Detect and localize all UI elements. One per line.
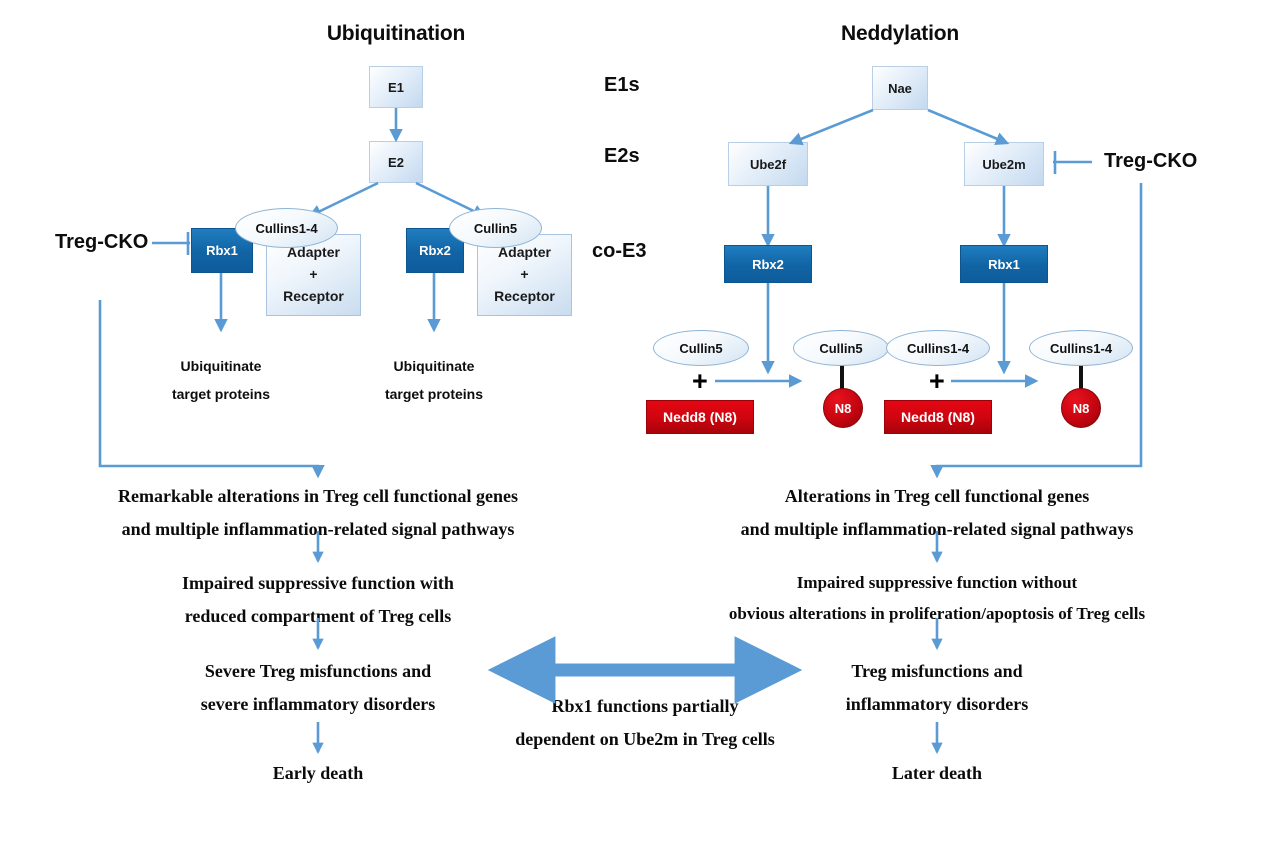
bond-stem-cullins14-n8 (1079, 364, 1083, 390)
outcome-left-3-line1: Severe Treg misfunctions and (204, 661, 432, 681)
outcome-left-3-line2: severe inflammatory disorders (200, 694, 436, 715)
adapter-plus-left: + (309, 266, 318, 283)
arrow-nae-to-ube2f (788, 108, 874, 146)
bridge-statement: Rbx1 functions partially dependent on Ub… (455, 690, 835, 757)
outcome-left-2-line2: reduced compartment of Treg cells (184, 606, 452, 627)
node-rbx2-right[interactable]: Rbx2 (724, 245, 812, 283)
outcome-right-3: Treg misfunctions and inflammatory disor… (647, 655, 1227, 722)
node-cullin5-free[interactable]: Cullin5 (653, 330, 749, 366)
treg-cko-label-left: Treg-CKO (55, 231, 149, 253)
title-ubiquitination: Ubiquitination (326, 22, 466, 45)
bridge-statement-line2: dependent on Ube2m in Treg cells (515, 729, 775, 750)
receptor-label-left: Receptor (283, 287, 344, 304)
receptor-label-right: Receptor (494, 287, 555, 304)
node-cullin5-conjugated[interactable]: Cullin5 (793, 330, 889, 366)
outcome-right-2-line2: obvious alterations in proliferation/apo… (728, 604, 1146, 624)
arrow-e2-to-cullins14 (307, 181, 379, 218)
node-cullin5-left[interactable]: Cullin5 (449, 208, 542, 248)
caption-ubiquitinate-left: Ubiquitinate target proteins (131, 352, 311, 408)
adapter-plus-right: + (520, 266, 529, 283)
node-nedd8-right[interactable]: Nedd8 (N8) (884, 400, 992, 434)
node-nae[interactable]: Nae (872, 66, 928, 110)
adapter-label-right: Adapter (498, 244, 551, 261)
caption-ubiquitinate-left-line1: Ubiquitinate (180, 358, 262, 374)
node-cullins1-4-left[interactable]: Cullins1-4 (235, 208, 338, 248)
outcome-left-2-line1: Impaired suppressive function with (182, 573, 454, 593)
node-cullins1-4-conjugated[interactable]: Cullins1-4 (1029, 330, 1133, 366)
plus-sign-left: + (692, 366, 708, 396)
caption-ubiquitinate-right-line1: Ubiquitinate (393, 358, 475, 374)
outcome-right-3-line1: Treg misfunctions and (851, 661, 1023, 681)
outcome-left-1-line2: and multiple inflammation-related signal… (121, 519, 515, 540)
node-n8-circle-right[interactable]: N8 (1061, 388, 1101, 428)
outcome-right-2: Impaired suppressive function without ob… (637, 567, 1237, 630)
outcome-left-2: Impaired suppressive function with reduc… (28, 567, 608, 634)
title-neddylation: Neddylation (841, 22, 959, 45)
outcome-right-1-line1: Alterations in Treg cell functional gene… (784, 486, 1090, 506)
treg-cko-label-right: Treg-CKO (1104, 150, 1198, 172)
outcome-right-3-line2: inflammatory disorders (845, 694, 1029, 715)
caption-ubiquitinate-right-line2: target proteins (384, 386, 483, 402)
stage-label-e1s: E1s (604, 74, 640, 96)
node-cullins1-4-free[interactable]: Cullins1-4 (886, 330, 990, 366)
outcome-left-1-line1: Remarkable alterations in Treg cell func… (118, 486, 518, 506)
outcome-right-1-line2: and multiple inflammation-related signal… (740, 519, 1134, 540)
outcome-right-4: Later death (891, 763, 983, 783)
node-n8-circle-left[interactable]: N8 (823, 388, 863, 428)
node-nedd8-left[interactable]: Nedd8 (N8) (646, 400, 754, 434)
outcome-right-2-line1: Impaired suppressive function without (796, 573, 1078, 592)
outcome-left-3: Severe Treg misfunctions and severe infl… (28, 655, 608, 722)
outcome-right-1: Alterations in Treg cell functional gene… (647, 480, 1227, 547)
adapter-label-left: Adapter (287, 244, 340, 261)
bridge-statement-line1: Rbx1 functions partially (551, 696, 739, 716)
plus-sign-right: + (929, 366, 945, 396)
caption-ubiquitinate-left-line2: target proteins (171, 386, 270, 402)
node-ube2m[interactable]: Ube2m (964, 142, 1044, 186)
node-rbx1-right[interactable]: Rbx1 (960, 245, 1048, 283)
stage-label-e2s: E2s (604, 145, 640, 167)
outcome-left-4: Early death (272, 763, 364, 783)
outcome-left-1: Remarkable alterations in Treg cell func… (28, 480, 608, 547)
node-e2[interactable]: E2 (369, 141, 423, 183)
node-ube2f[interactable]: Ube2f (728, 142, 808, 186)
stage-label-co-e3: co-E3 (592, 240, 647, 262)
bond-stem-cullin5-n8 (840, 364, 844, 390)
node-e1[interactable]: E1 (369, 66, 423, 108)
caption-ubiquitinate-right: Ubiquitinate target proteins (344, 352, 524, 408)
arrow-nae-to-ube2m (927, 108, 1010, 145)
node-rbx1-left[interactable]: Rbx1 (191, 228, 253, 273)
